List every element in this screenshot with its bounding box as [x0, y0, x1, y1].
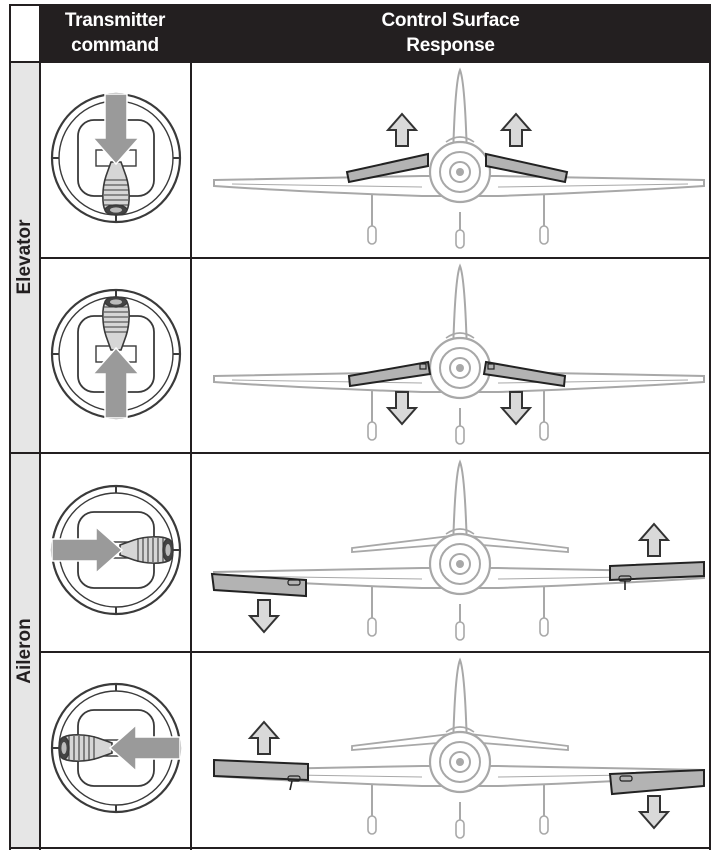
- grid-line: [9, 4, 711, 6]
- transmitter-stick-elevator-up: [42, 62, 190, 257]
- grid-line: [39, 4, 41, 850]
- arrow-up-icon: [247, 720, 281, 755]
- transmitter-gimbal-icon: [50, 484, 182, 616]
- group-label-aileron: Aileron: [10, 454, 39, 848]
- grid-line: [9, 4, 11, 850]
- grid-line: [9, 847, 711, 849]
- grid-line: [39, 651, 711, 653]
- header-control-surface-response: Control Surface Response: [191, 4, 710, 61]
- arrow-up-icon: [499, 112, 533, 147]
- transmitter-stick-elevator-down: [42, 258, 190, 453]
- transmitter-gimbal-icon: [50, 92, 182, 224]
- plane-response-aileron-right: [192, 454, 708, 650]
- arrow-down-icon: [247, 599, 281, 634]
- transmitter-gimbal-icon: [50, 682, 182, 814]
- plane-response-elevator-down: [192, 258, 708, 452]
- plane-response-elevator-up: [192, 62, 708, 256]
- group-label-elevator-text: Elevator: [13, 219, 35, 295]
- transmitter-gimbal-icon: [50, 288, 182, 420]
- header-transmitter-command: Transmitter command: [40, 4, 190, 61]
- arrow-down-icon: [499, 391, 533, 426]
- plane-front-view-icon: [213, 263, 705, 445]
- plane-response-aileron-left: [192, 652, 708, 848]
- group-label-aileron-text: Aileron: [13, 618, 35, 684]
- arrow-down-icon: [385, 391, 419, 426]
- grid-line: [9, 61, 711, 63]
- group-label-elevator: Elevator: [10, 62, 39, 452]
- arrow-down-icon: [637, 795, 671, 830]
- transmitter-stick-aileron-left: [42, 652, 190, 847]
- arrow-up-icon: [385, 112, 419, 147]
- transmitter-stick-aileron-right: [42, 454, 190, 649]
- plane-front-view-icon: [210, 459, 705, 641]
- grid-line: [9, 452, 711, 454]
- grid-line: [39, 257, 711, 259]
- arrow-up-icon: [637, 522, 671, 557]
- grid-line: [709, 4, 711, 850]
- plane-front-view-icon: [213, 657, 705, 839]
- plane-front-view-icon: [213, 67, 705, 249]
- grid-line: [190, 4, 192, 850]
